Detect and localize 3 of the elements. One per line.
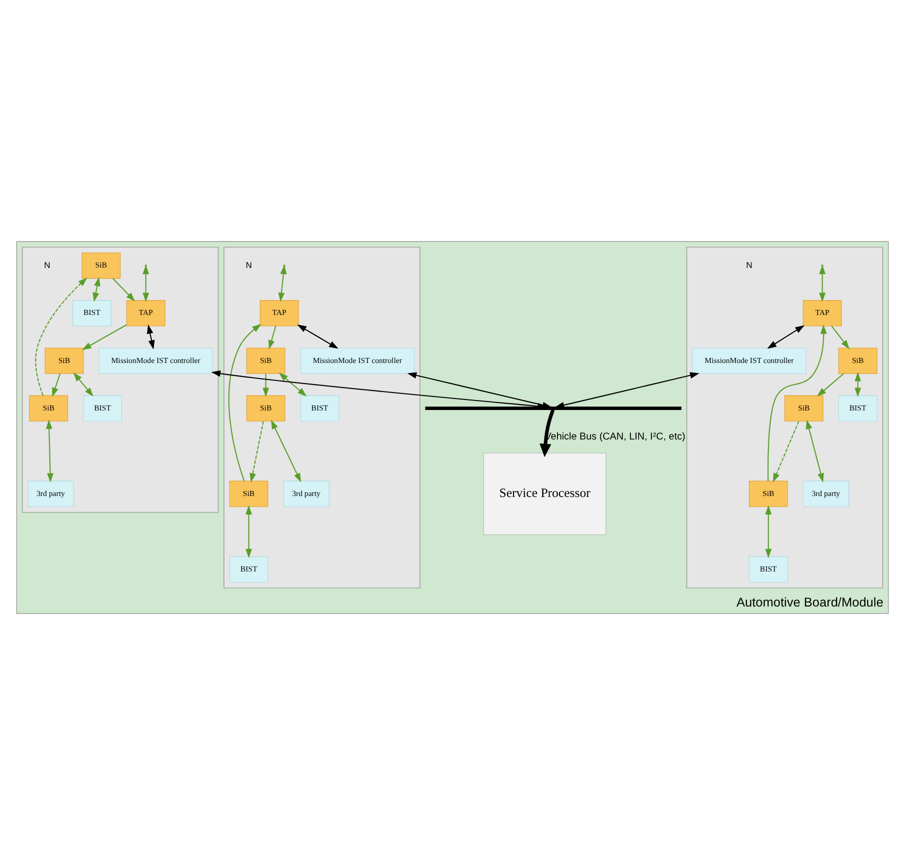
label: N	[746, 260, 752, 270]
label: N	[44, 260, 50, 270]
label: N	[246, 260, 252, 270]
